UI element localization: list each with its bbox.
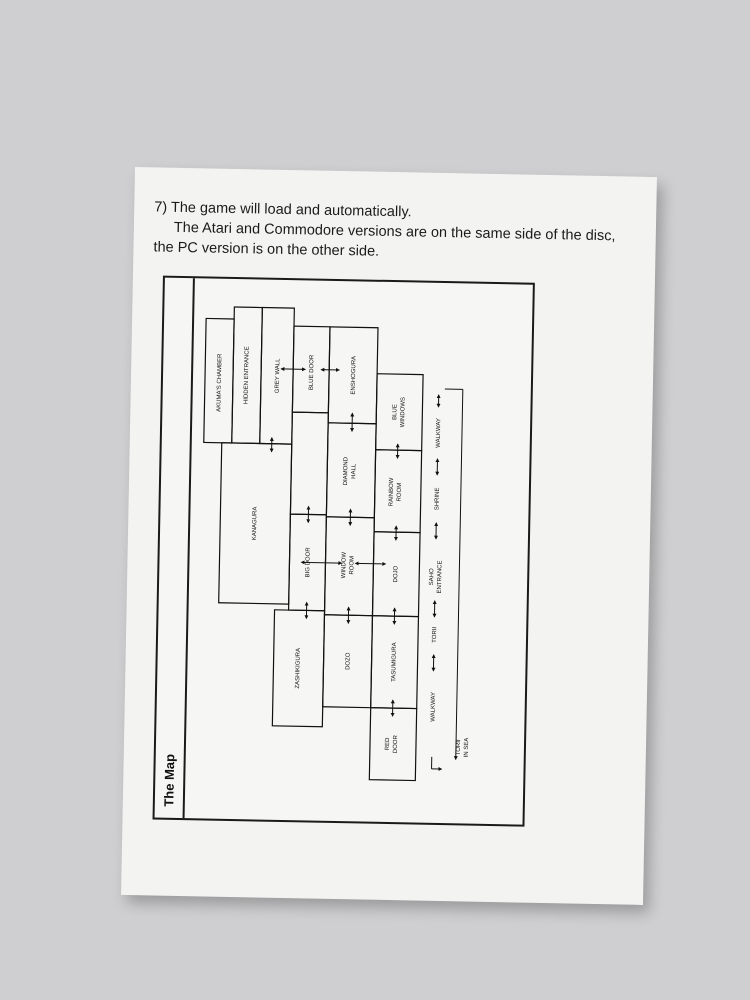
label-torii-sea-1: TORII: [456, 739, 462, 755]
label-rainbow-1: RAINBOW: [389, 477, 396, 506]
map-diagram: AKUMA'S CHAMBER HIDDEN ENTRANCE GREY WAL…: [203, 306, 470, 782]
label-tasumigura: TASUMIGURA: [391, 642, 398, 682]
label-saho-1: SAHO: [429, 568, 435, 585]
label-rainbow-2: ROOM: [397, 483, 403, 502]
disc-versions-text: The Atari and Commodore versions are on …: [153, 219, 616, 260]
label-enshogura: ENSHOGURA: [351, 356, 358, 395]
instruction-booklet-page: 7) The game will load and automatically.…: [121, 167, 657, 905]
label-window-2: ROOM: [349, 556, 355, 575]
label-blue-windows-1: BLUE: [392, 404, 398, 420]
label-red-door-2: DOOR: [393, 734, 399, 753]
walkway-arrows: [431, 394, 441, 672]
label-kanagura: KANAGURA: [252, 507, 259, 541]
label-torii-sea-2: IN SEA: [464, 738, 470, 758]
label-walkway-bottom: WALKWAY: [430, 692, 437, 722]
connection-arrows: [269, 366, 400, 717]
label-torii: TORII: [432, 627, 438, 643]
map-title: The Map: [161, 753, 178, 807]
label-zashikigura: ZASHIKIGURA: [295, 648, 302, 689]
label-big-door: BIG DOOR: [305, 547, 312, 578]
label-diamond-2: HALL: [351, 463, 357, 479]
walkway-path: [431, 388, 464, 771]
label-dozo: DOZO: [345, 652, 351, 670]
label-red-door-1: RED: [385, 737, 391, 750]
label-diamond-1: DIAMOND: [343, 456, 350, 485]
label-hidden: HIDDEN ENTRANCE: [244, 346, 251, 404]
label-saho-2: ENTRANCE: [437, 560, 444, 593]
map-frame: The Map: [152, 275, 535, 827]
label-blue-windows-2: WINDOWS: [400, 397, 407, 427]
label-window-1: WINDOW: [341, 552, 348, 579]
room-empty-block: [289, 411, 329, 516]
label-walkway-top: WALKWAY: [436, 418, 443, 448]
label-blue-door: BLUE DOOR: [309, 354, 316, 390]
label-grey-wall: GREY WALL: [275, 358, 282, 393]
label-shrine: SHRINE: [435, 488, 441, 511]
label-akuma: AKUMA'S CHAMBER: [216, 353, 223, 412]
label-dojo: DOJO: [393, 565, 399, 582]
room-blue-windows: [375, 373, 424, 452]
instructions-text: 7) The game will load and automatically.…: [153, 197, 624, 266]
